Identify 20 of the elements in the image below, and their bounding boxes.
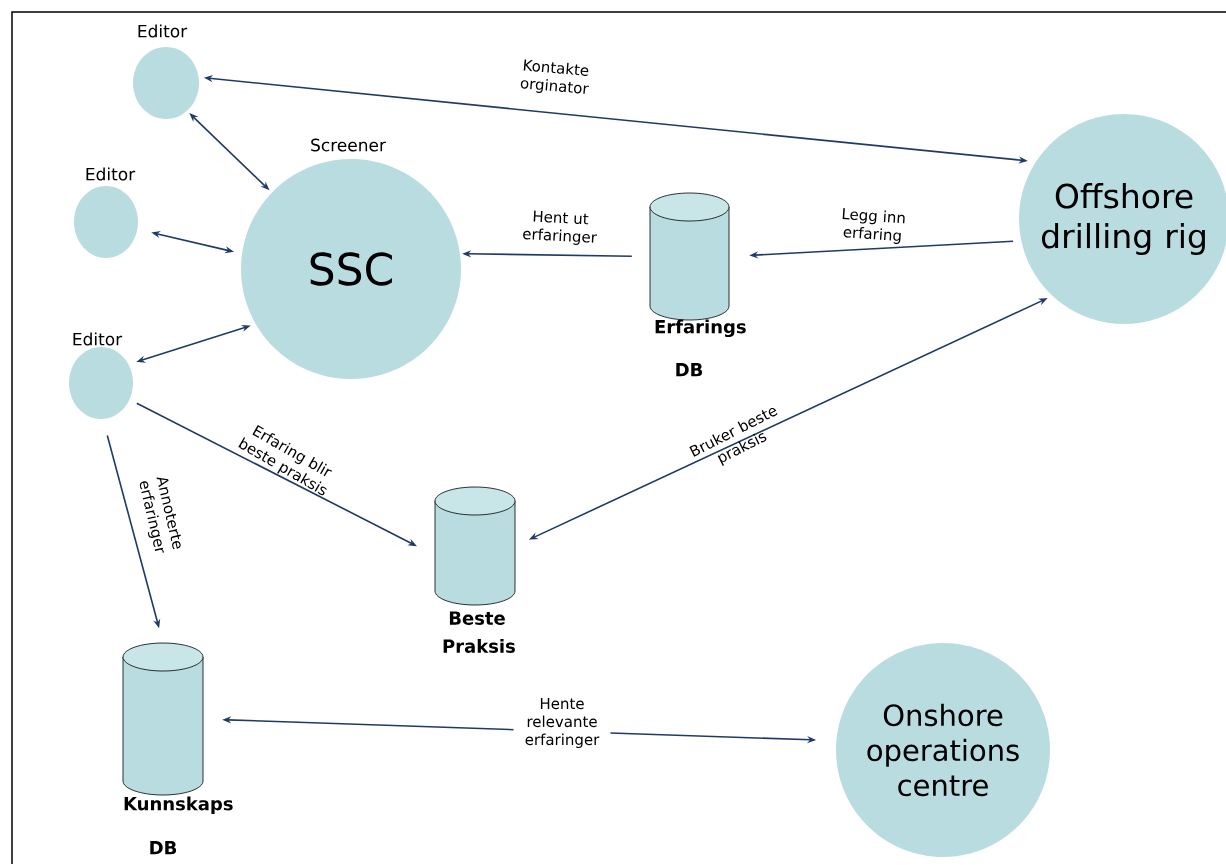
database-cylinder: Erfarings DB [649,192,746,377]
node-label: Editor [73,332,123,346]
node-label: Beste Praksis [443,611,515,653]
node-label: Kunnskaps DB [124,796,233,855]
circle-node: Editor [133,24,199,119]
database-cylinder: Beste Praksis [434,486,516,653]
circle-node: Screener SSC [241,138,461,379]
circle-node: Editor [74,167,138,258]
database-cylinder: Kunnskaps DB [122,642,233,855]
node-label: Editor [138,24,188,38]
circle-node: Onshore operations centre [836,643,1050,857]
edge-label: Legg inn erfaring [842,208,905,244]
node-label: Erfarings DB [655,319,746,377]
circle-node: Editor [69,332,133,419]
edge-label: Hent ut erfaringer [523,210,597,245]
edge-label: Hente relevante erfaringer [513,697,611,750]
edge-label: Annoterte erfaringer [139,477,181,553]
node-label: Editor [86,167,136,181]
edge-label: Kontakte orginator [520,59,589,94]
node-label: Screener [311,138,386,152]
